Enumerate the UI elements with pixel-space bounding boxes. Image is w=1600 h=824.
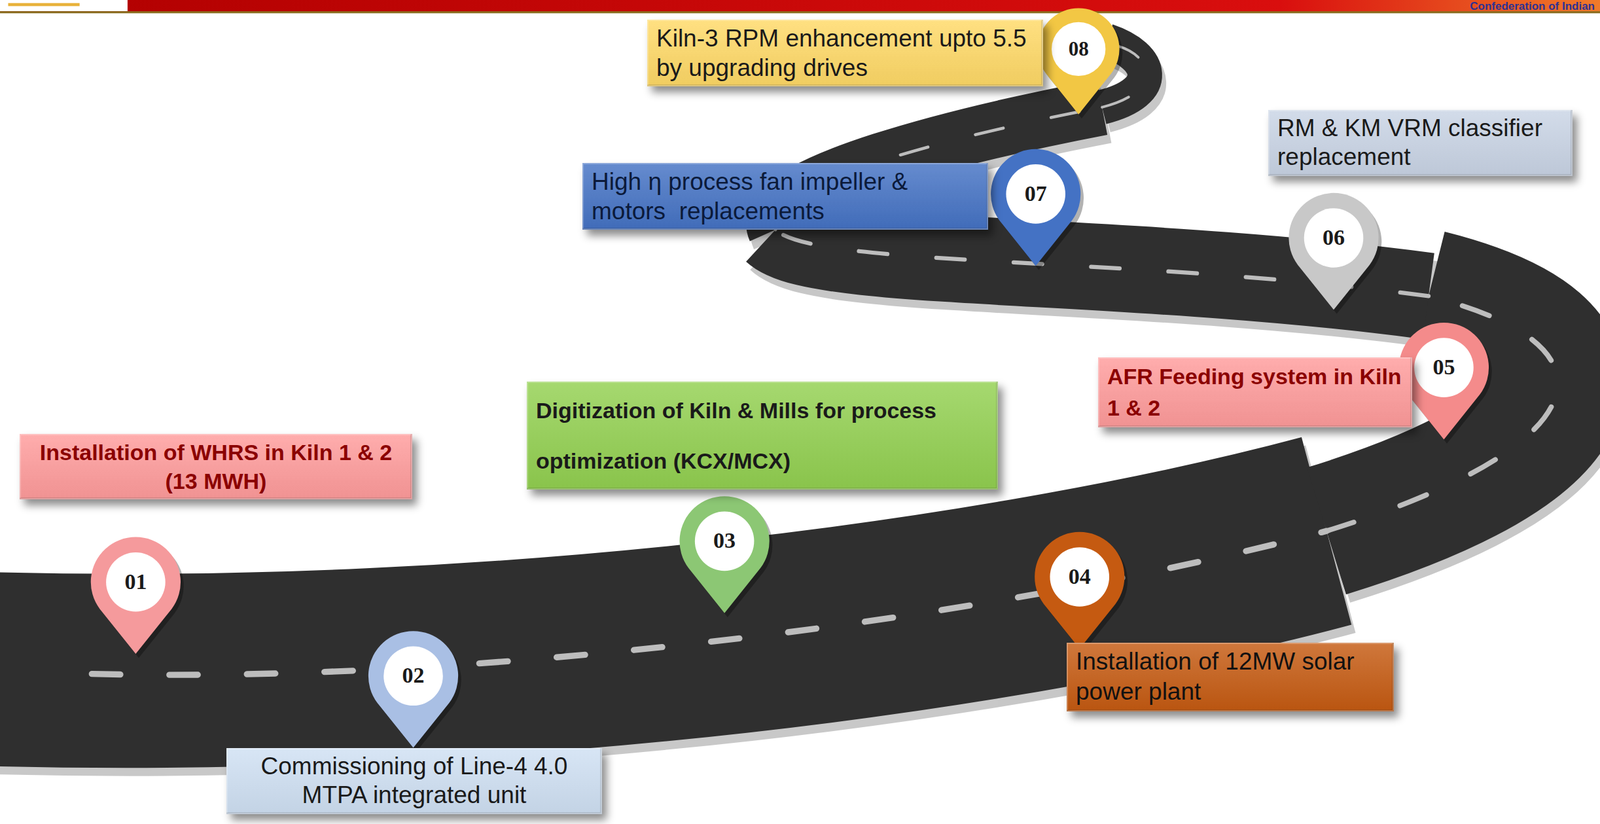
pin-face — [106, 552, 166, 612]
callout-number: 04 — [1068, 564, 1091, 589]
milestone-text: Kiln-3 RPM enhancement upto 5.5 by upgra… — [656, 23, 1034, 83]
map-pin — [1034, 532, 1125, 649]
milestone-box: Installation of 12MW solar power plant — [1066, 642, 1394, 712]
map-pin — [1399, 322, 1489, 440]
milestone-text: Installation of WHRS in Kiln 1 & 2 (13 M… — [28, 437, 404, 496]
header-bar — [0, 0, 1600, 13]
header-rule — [0, 11, 1600, 14]
milestone-box: AFR Feeding system in Kiln 1 & 2 — [1098, 357, 1413, 428]
callout-number: 06 — [1322, 225, 1345, 250]
pin-face — [1414, 337, 1474, 398]
map-pin — [679, 496, 770, 613]
milestone-text: AFR Feeding system in Kiln 1 & 2 — [1107, 361, 1404, 424]
logo-mark — [7, 3, 80, 7]
milestone-box: Kiln-3 RPM enhancement upto 5.5 by upgra… — [647, 19, 1044, 87]
map-pin — [1288, 193, 1379, 310]
map-pin — [1037, 7, 1120, 114]
map-pin — [368, 630, 459, 748]
callout-number: 07 — [1024, 181, 1048, 207]
milestone-box: Installation of WHRS in Kiln 1 & 2 (13 M… — [19, 433, 413, 500]
milestone-box: Digitization of Kiln & Mills for process… — [526, 381, 998, 490]
milestone-text: RM & KM VRM classifier replacement — [1277, 113, 1564, 173]
milestone-box: Commissioning of Line-4 4.0 MTPA integra… — [226, 747, 603, 815]
callout-number: 03 — [713, 528, 736, 553]
milestone-box: High η process fan impeller & motors rep… — [582, 162, 989, 230]
pin-face — [1051, 22, 1106, 76]
milestone-text: High η process fan impeller & motors rep… — [591, 166, 979, 226]
milestone-text: Commissioning of Line-4 4.0 MTPA integra… — [235, 751, 593, 811]
callout-number: 01 — [124, 569, 147, 595]
callout-number: 05 — [1432, 354, 1455, 380]
pin-face — [1005, 164, 1066, 224]
milestone-text: Installation of 12MW solar power plant — [1075, 646, 1385, 708]
logo-area — [0, 0, 128, 12]
pin-face — [1049, 547, 1110, 607]
pin-face — [1304, 208, 1364, 268]
milestone-text: Digitization of Kiln & Mills for process… — [535, 385, 989, 486]
pin-face — [694, 511, 755, 572]
milestone-box: RM & KM VRM classifier replacement — [1268, 109, 1573, 177]
map-pin — [90, 537, 181, 654]
header-text: Confederation of Indian — [1469, 0, 1595, 13]
map-pin — [990, 149, 1081, 266]
callout-number: 02 — [402, 662, 425, 688]
pin-face — [383, 645, 444, 706]
callout-number: 08 — [1068, 37, 1089, 61]
